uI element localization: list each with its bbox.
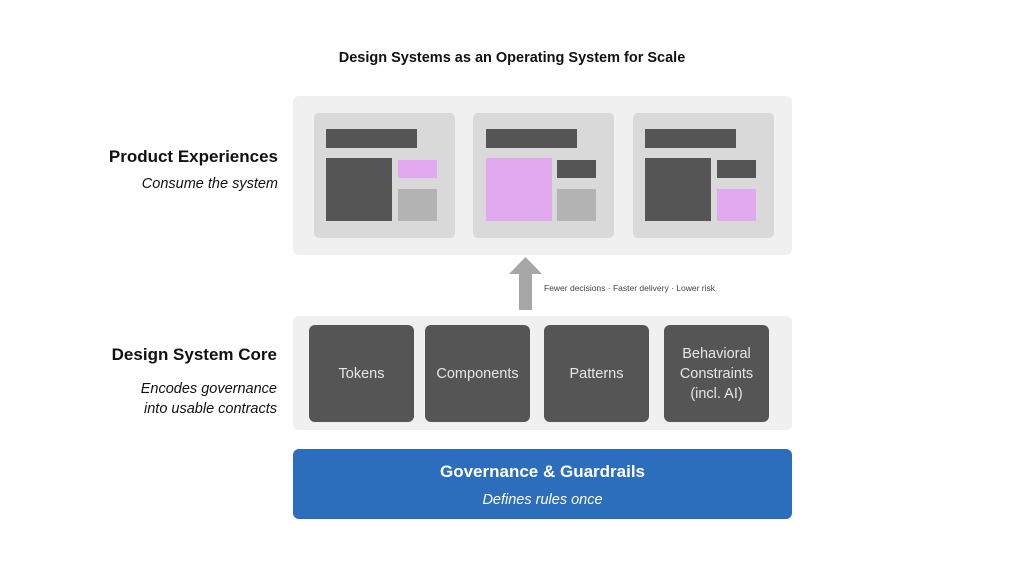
design-system-core-heading: Design System Core (111, 345, 277, 364)
side-block (717, 160, 756, 178)
product-screen-2 (473, 113, 614, 238)
label-line: (incl. AI) (690, 385, 743, 402)
governance-block: Governance & Guardrails Defines rules on… (293, 449, 792, 519)
side-block (398, 189, 437, 221)
arrow-shape (509, 257, 542, 310)
up-arrow-icon (509, 257, 542, 310)
header-bar (486, 129, 577, 148)
governance-subtitle: Defines rules once (482, 492, 603, 508)
core-box-label: Patterns (569, 365, 624, 382)
accent-block (486, 158, 552, 221)
arrow-label: Fewer decisions · Faster delivery · Lowe… (544, 283, 715, 293)
label-line: Constraints (679, 365, 754, 382)
subtitle-line: Encodes governance (140, 381, 277, 397)
product-experiences-subtitle: Consume the system (141, 176, 278, 192)
core-box-patterns: Patterns (544, 325, 649, 422)
main-block (645, 158, 711, 221)
core-box-tokens: Tokens (309, 325, 414, 422)
header-bar (645, 129, 736, 148)
accent-block (398, 160, 437, 178)
core-box-label: Behavioral Constraints (incl. AI) (680, 344, 753, 404)
core-box-label: Components (436, 365, 519, 382)
core-box-behavioral-constraints: Behavioral Constraints (incl. AI) (664, 325, 769, 422)
main-block (326, 158, 392, 221)
side-block (557, 160, 596, 178)
header-bar (326, 129, 417, 148)
subtitle-line: into usable contracts (144, 401, 277, 417)
design-system-core-subtitle: Encodes governance into usable contracts (17, 379, 277, 419)
product-screen-3 (633, 113, 774, 238)
accent-block (717, 189, 756, 221)
label-line: Behavioral (682, 345, 751, 362)
product-experiences-heading: Product Experiences (108, 147, 278, 166)
product-screen-1 (314, 113, 455, 238)
diagram-title: Design Systems as an Operating System fo… (338, 50, 686, 66)
core-box-components: Components (425, 325, 530, 422)
side-block (557, 189, 596, 221)
governance-title: Governance & Guardrails (439, 462, 646, 481)
core-box-label: Tokens (338, 365, 385, 382)
